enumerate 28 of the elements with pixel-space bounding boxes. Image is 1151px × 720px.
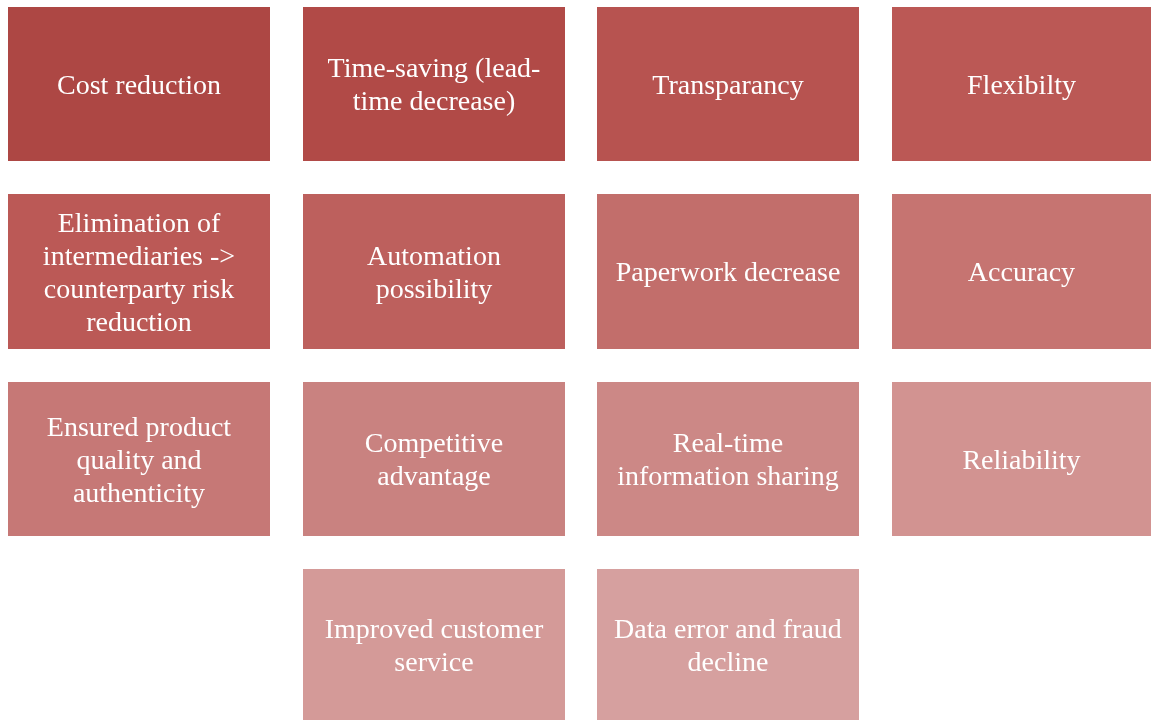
benefit-tile	[597, 7, 859, 161]
tile-label: Improved customer service	[323, 611, 545, 678]
tile-label: Flexibilty	[967, 67, 1076, 101]
tile-label: Competitive advantage	[363, 426, 505, 492]
benefit-tile	[892, 7, 1151, 161]
benefit-tile	[8, 7, 270, 161]
benefit-tile	[303, 569, 565, 720]
benefit-tile	[303, 7, 565, 161]
tile-label: Automation possibility	[366, 238, 502, 305]
benefit-tile	[597, 382, 859, 536]
benefit-tile	[303, 194, 565, 349]
tile-label: Time-saving (lead-time decrease)	[326, 51, 542, 117]
tile-label: Ensured product quality and authenticity	[45, 409, 233, 509]
tile-label: Real-time information sharing	[616, 426, 840, 492]
benefit-tile	[597, 569, 859, 720]
tile-label: Elimination of intermediaries -> counterparty risk reduction	[41, 205, 237, 338]
tile-label: Data error and fraud decline	[613, 611, 843, 678]
benefit-tile	[8, 382, 270, 536]
tile-label: Accuracy	[967, 255, 1076, 288]
tile-label: Reliability	[962, 442, 1081, 476]
benefit-tile	[303, 382, 565, 536]
benefit-tile	[8, 194, 270, 349]
tile-label: Transparancy	[652, 67, 804, 101]
benefit-tile	[597, 194, 859, 349]
tile-label: Paperwork decrease	[615, 255, 841, 288]
benefit-tile	[892, 194, 1151, 349]
tile-label: Cost reduction	[56, 67, 222, 101]
benefit-tile	[892, 382, 1151, 536]
